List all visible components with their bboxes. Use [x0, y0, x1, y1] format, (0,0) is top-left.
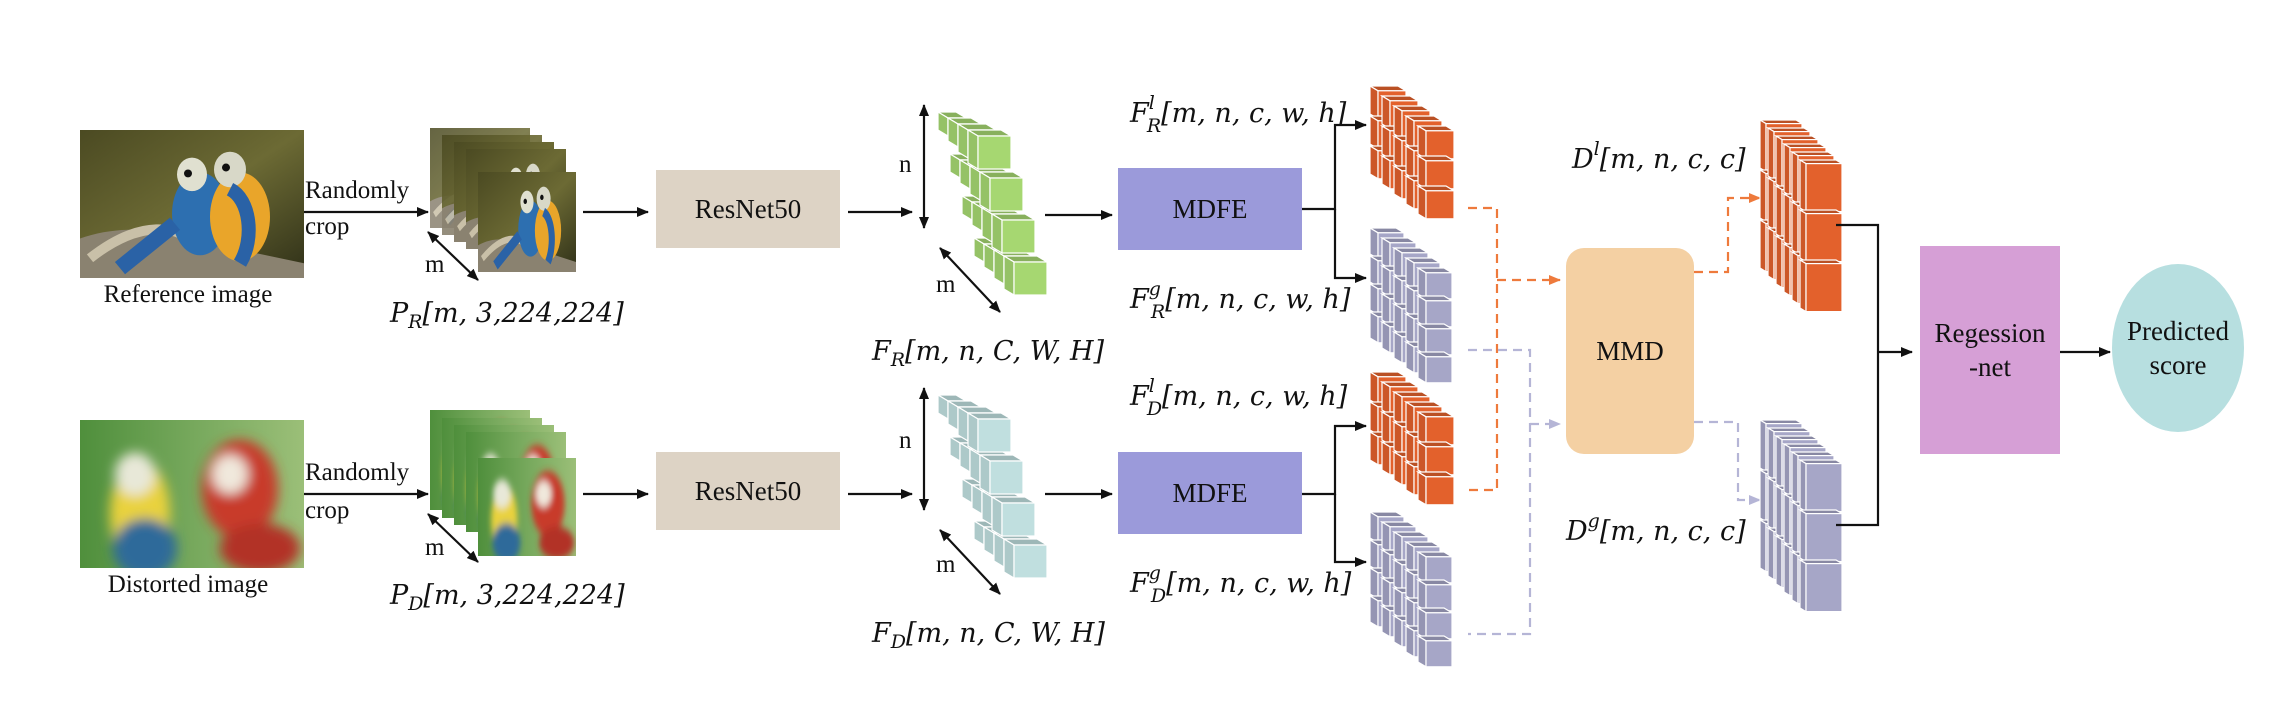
mdfe-label-top: MDFE [1172, 194, 1247, 224]
local-distance-label: Dl[m, n, c, c] [1571, 138, 1746, 175]
dist-feature-cube [1001, 537, 1050, 580]
patch-m-label-bottom: m [425, 534, 445, 561]
dist-global-cube [1415, 634, 1455, 668]
feature-n-label-bottom: n [899, 427, 912, 454]
resnet50-label-bottom: ResNet50 [695, 476, 801, 506]
dist-local-cube [1415, 410, 1457, 446]
arrow-mdfe-to-global-top [1333, 209, 1367, 283]
distance-merge-line [1836, 223, 1880, 527]
ref-patch-stack [430, 128, 576, 272]
patch-m-label-top: m [425, 251, 445, 278]
predicted-score-label-line2: score [2150, 350, 2207, 380]
dist-global-feature-cubes [1367, 510, 1455, 668]
ref-feature-cube [989, 212, 1038, 255]
ref-feature-cubes [935, 110, 1050, 297]
arrow-mdfe-to-local-bottom [1302, 421, 1367, 496]
global-distance-slab [1797, 508, 1845, 563]
crop-label-bottom-line1: Randomly [305, 459, 410, 486]
regression-net-label-line1: Regession [1935, 318, 2046, 348]
predicted-score-label-line1: Predicted [2127, 316, 2229, 346]
local-distance-slab [1797, 208, 1845, 263]
global-distance-slab [1797, 558, 1845, 613]
ref-local-feature-cubes [1367, 84, 1457, 220]
ref-global-feature-cubes [1367, 226, 1455, 384]
dist-feature-cube [977, 453, 1026, 496]
global-distance-slab [1797, 458, 1845, 513]
dist-local-cube [1415, 440, 1457, 476]
feature-label-ref: FR[m, n, C, W, H] [871, 336, 1105, 371]
mmd-to-local-distance-arrow [1694, 193, 1761, 274]
resnet50-box-top [656, 170, 840, 248]
ref-global-cube [1415, 294, 1455, 328]
local-feature-connectors [1468, 206, 1561, 492]
feature-m-label-top: m [936, 271, 956, 298]
dist-patch-stack [430, 410, 576, 563]
ref-global-cube [1415, 266, 1455, 300]
ref-local-cube [1415, 154, 1457, 190]
feature-m-label-bottom: m [936, 551, 956, 578]
feature-label-dist: FD[m, n, C, W, H] [871, 618, 1105, 653]
dist-global-cube [1415, 606, 1455, 640]
mdfe-box-bottom [1118, 452, 1302, 534]
crop-label-top-line1: Randomly [305, 177, 410, 204]
predicted-score-ellipse [2112, 264, 2244, 432]
crop-label-top-line2: crop [305, 213, 349, 240]
feature-m-axis-top [939, 247, 1001, 313]
dist-feature-cube [965, 411, 1014, 454]
local-distance-stack [1757, 118, 1845, 313]
global-feature-connectors [1468, 348, 1561, 636]
mmd-label: MMD [1596, 336, 1664, 366]
feature-m-axis-bottom [939, 529, 1001, 595]
patch-m-axis-top [427, 231, 479, 281]
ref-global-cube [1415, 350, 1455, 384]
global-distance-stack [1757, 418, 1845, 613]
dist-global-cube [1415, 578, 1455, 612]
local-distance-slab [1797, 158, 1845, 213]
patch-label-ref: PR[m, 3,224,224] [389, 298, 624, 333]
mdfe-box-top [1118, 168, 1302, 250]
dist-global-cube [1415, 550, 1455, 584]
crop-label-bottom-line2: crop [305, 497, 349, 524]
arrow-mdfe-to-local-top [1302, 120, 1367, 211]
regression-net-label-line2: -net [1969, 352, 2011, 382]
mdfe-label-bottom: MDFE [1172, 478, 1247, 508]
ref-feature-cube [1001, 254, 1050, 297]
dist-feature-cube [989, 495, 1038, 538]
reference-image [80, 130, 304, 278]
arrow-mdfe-to-global-bottom [1333, 494, 1367, 567]
distorted-image-caption: Distorted image [108, 571, 268, 598]
dist-local-feature-cubes [1367, 370, 1457, 506]
ref-global-cube [1415, 322, 1455, 356]
feature-n-label-top: n [899, 151, 912, 178]
reference-image-caption: Reference image [104, 281, 273, 308]
resnet50-box-bottom [656, 452, 840, 530]
mmd-to-global-distance-arrow [1694, 420, 1761, 505]
regression-net-box [1920, 246, 2060, 454]
ref-feature-cube [977, 170, 1026, 213]
ref-local-cube [1415, 124, 1457, 160]
dist-local-cube [1415, 470, 1457, 506]
mmd-box [1566, 248, 1694, 454]
resnet50-label-top: ResNet50 [695, 194, 801, 224]
ref-feature-cube [965, 128, 1014, 171]
patch-label-dist: PD[m, 3,224,224] [389, 580, 625, 615]
local-distance-slab [1797, 258, 1845, 313]
distorted-image [80, 420, 304, 578]
patch-m-axis-bottom [427, 513, 479, 563]
global-distance-label: Dg[m, n, c, c] [1565, 510, 1746, 547]
ref-local-cube [1415, 184, 1457, 220]
